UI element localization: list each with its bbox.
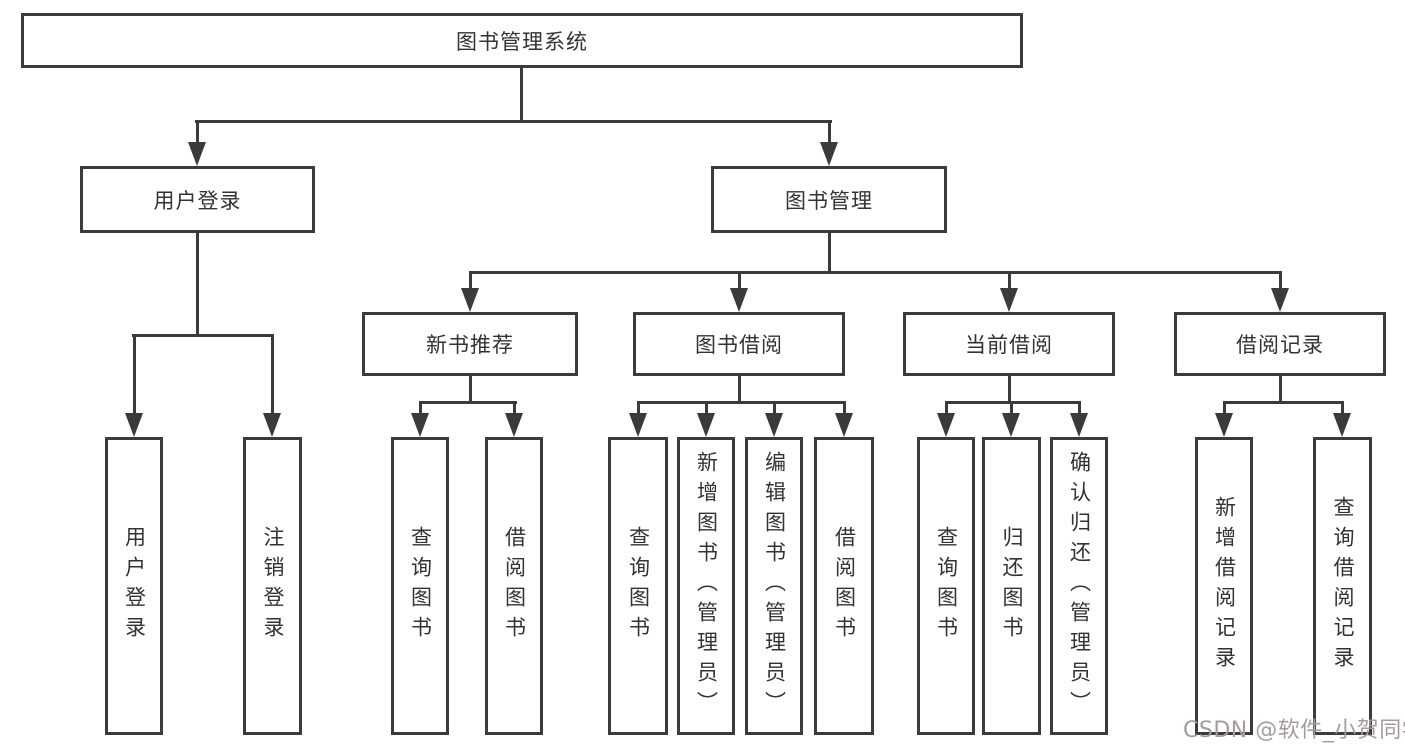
arrowhead-icon [125,413,143,437]
leaf-user-login: 用户登录 [105,437,163,735]
arrowhead-icon [1000,288,1018,312]
connector [1008,376,1011,404]
connector [738,376,741,404]
leaf-nbr-borrow-books-label: 借阅图书 [502,526,527,646]
arrowhead-icon [937,413,955,437]
arrowhead-icon [411,413,429,437]
connector [828,233,831,274]
leaf-user-login-label: 用户登录 [122,526,147,646]
arrowhead-icon [730,288,748,312]
connector [1279,271,1282,294]
leaf-br-query-record: 查询借阅记录 [1313,437,1372,735]
connector [843,401,846,417]
connector [1010,401,1013,417]
leaf-bb-add-books-admin: 新增图书（管理员） [677,437,735,735]
leaf-nbr-query-books-label: 查询图书 [408,526,433,646]
node-borrow-records: 借阅记录 [1174,312,1386,376]
node-new-book-recommend: 新书推荐 [362,312,578,376]
arrowhead-icon [1215,413,1233,437]
arrowhead-icon [505,413,523,437]
leaf-bb-edit-books-admin: 编辑图书（管理员） [745,437,803,735]
leaf-bb-borrow-books: 借阅图书 [814,437,874,735]
connector [1341,401,1344,417]
connector [195,120,832,123]
arrowhead-icon [1333,413,1351,437]
leaf-cb-confirm-return-admin-label: 确认归还（管理员） [1067,451,1092,721]
connector [828,120,831,146]
connector [1078,401,1081,417]
arrowhead-icon [820,142,838,166]
leaf-bb-query-books-label: 查询图书 [626,526,651,646]
connector [705,401,708,417]
connector [945,401,948,417]
leaf-logout-label: 注销登录 [261,526,285,646]
arrowhead-icon [1070,413,1088,437]
connector [271,334,274,417]
connector [132,334,274,337]
csdn-watermark: CSDN @软件_小贺同学 [1183,718,1405,743]
node-root-library-system: 图书管理系统 [21,13,1023,68]
leaf-br-query-record-label: 查询借阅记录 [1331,496,1355,676]
arrowhead-icon [461,288,479,312]
connector [637,401,846,404]
node-current-borrow: 当前借阅 [903,312,1115,376]
leaf-logout: 注销登录 [243,437,302,735]
connector [520,68,523,123]
connector [469,271,472,294]
arrowhead-icon [1002,413,1020,437]
connector [637,401,640,417]
leaf-cb-query-books: 查询图书 [917,437,975,735]
leaf-cb-return-books-label: 归还图书 [1000,526,1024,646]
arrowhead-icon [263,413,281,437]
leaf-cb-return-books: 归还图书 [982,437,1041,735]
connector [945,401,1081,404]
leaf-bb-add-books-admin-label: 新增图书（管理员） [694,451,719,721]
connector [419,401,422,417]
arrowhead-icon [1271,288,1289,312]
node-book-management: 图书管理 [711,166,947,233]
arrowhead-icon [765,413,783,437]
leaf-bb-query-books: 查询图书 [608,437,668,735]
connector [469,271,1282,274]
leaf-bb-edit-books-admin-label: 编辑图书（管理员） [762,451,787,721]
connector [773,401,776,417]
connector [419,401,517,404]
connector [1223,401,1344,404]
connector [1223,401,1226,417]
arrowhead-icon [188,142,206,166]
connector [133,334,136,417]
connector [196,233,199,337]
arrowhead-icon [697,413,715,437]
leaf-nbr-query-books: 查询图书 [391,437,449,735]
leaf-br-add-record: 新增借阅记录 [1195,437,1253,735]
connector [738,271,741,294]
connector [196,120,199,146]
arrowhead-icon [629,413,647,437]
leaf-cb-confirm-return-admin: 确认归还（管理员） [1050,437,1108,735]
leaf-br-add-record-label: 新增借阅记录 [1212,496,1237,676]
leaf-cb-query-books-label: 查询图书 [934,526,959,646]
connector [513,401,516,417]
leaf-nbr-borrow-books: 借阅图书 [485,437,543,735]
connector [1008,271,1011,294]
arrowhead-icon [835,413,853,437]
connector [1279,376,1282,404]
leaf-bb-borrow-books-label: 借阅图书 [832,526,857,646]
node-book-borrow: 图书借阅 [633,312,845,376]
node-user-login: 用户登录 [80,166,315,233]
connector [469,376,472,404]
